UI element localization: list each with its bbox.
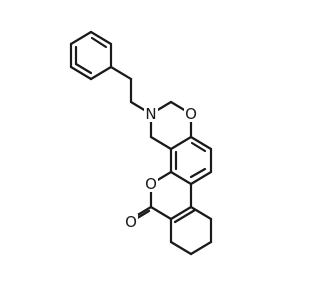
bond [189,170,213,186]
bond [149,135,173,151]
carbonyl-oxygen-label: O [125,213,137,231]
lactone-oxygen-label: O [145,175,157,193]
atom-labels: N O O O [124,105,198,231]
carbonyl-oxygen-label-bg [124,214,138,230]
bond-double [173,208,197,224]
ring-oxygen-label: O [185,105,197,123]
bond [109,65,133,81]
bond [169,205,193,221]
bond-double-inner [189,167,207,179]
bonds [69,30,213,256]
ring-oxygen-label-bg [184,106,198,122]
bond-double-inner [190,141,207,153]
bond-double-inner [74,62,93,75]
bond [189,240,213,256]
molecule-structure: N O O O [69,30,213,256]
bond [169,240,193,256]
lactone-oxygen-label-bg [144,176,158,192]
bond [169,170,193,186]
bond [189,205,213,221]
bond [89,30,113,46]
bond-double-inner [90,36,108,49]
bond [149,205,173,221]
bond [189,135,213,151]
bond [69,30,93,46]
bond [69,65,93,81]
nitrogen-label: N [145,105,156,123]
bond [89,65,113,81]
nitrogen-label-bg [144,106,158,122]
bond [169,135,193,151]
